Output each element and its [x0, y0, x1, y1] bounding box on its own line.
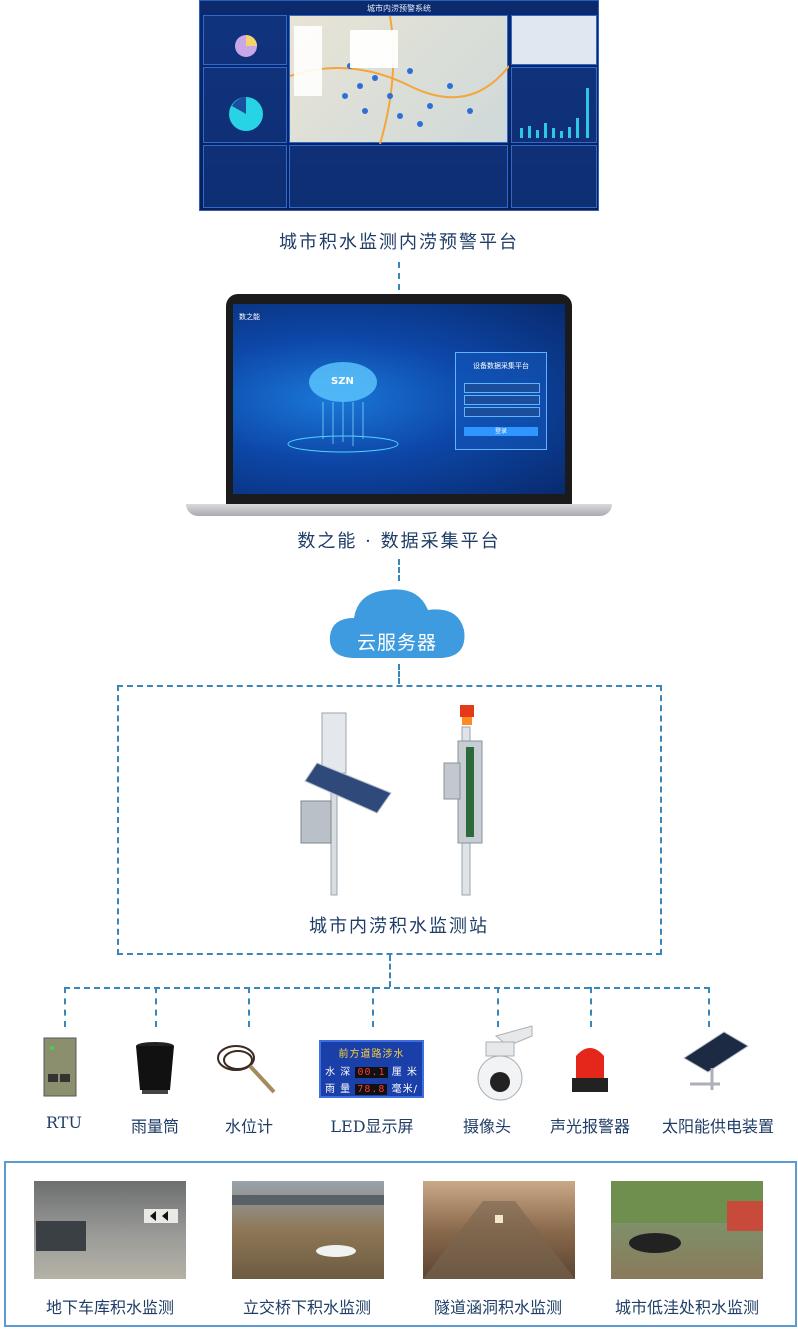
equipment-label-rain-gauge: 雨量筒 — [130, 1117, 179, 1136]
alarm-light-icon — [572, 1048, 608, 1092]
tunnel-photo-icon — [423, 1201, 575, 1279]
donut-chart-icon — [229, 97, 263, 131]
overpass-photo-icon — [232, 1195, 384, 1257]
pie-chart-icon — [235, 35, 257, 57]
equipment-label-led: LED显示屏 — [330, 1117, 414, 1136]
rtu-icon — [43, 1037, 77, 1097]
water-level-sensor-icon — [217, 1045, 276, 1094]
laptop-screen: 数之能 SZN — [233, 304, 565, 494]
equipment-label-camera: 摄像头 — [462, 1117, 511, 1136]
scenario-label-overpass: 立交桥下积水监测 — [242, 1298, 371, 1317]
dashboard-bar-chart — [511, 67, 597, 143]
solar-panel-icon — [683, 1031, 749, 1090]
camera-icon — [477, 1025, 533, 1101]
map-markers-icon — [289, 15, 510, 145]
lowland-photo-icon — [611, 1181, 763, 1253]
connector-line — [398, 559, 400, 581]
scenario-photo-garage — [34, 1181, 186, 1279]
dashboard-panel-left-mid — [203, 67, 287, 143]
connector-line — [389, 955, 391, 987]
led-depth-value: 00.1 — [355, 1067, 388, 1078]
login-button[interactable]: 登录 — [464, 427, 538, 436]
cloud-icon — [329, 589, 465, 658]
connector-line — [590, 987, 592, 1027]
equipment-label-water-level: 水位计 — [224, 1117, 273, 1136]
connector-line — [398, 664, 400, 684]
login-panel: 设备数据采集平台 登录 — [455, 352, 547, 450]
laptop-brand: 数之能 — [239, 313, 260, 321]
dashboard-caption: 城市积水监测内涝预警平台 — [279, 232, 519, 253]
bar-chart-icon — [520, 88, 589, 138]
rain-gauge-station-icon — [300, 712, 392, 896]
led-display-icon: 前方道路涉水 水 深 00.1 厘 米 雨 量 78.8 毫米/分 — [319, 1040, 424, 1110]
led-depth-unit: 厘 米 — [391, 1067, 418, 1078]
laptop-base — [186, 504, 612, 516]
led-line1: 前方道路涉水 — [338, 1049, 405, 1060]
scenario-label-garage: 地下车库积水监测 — [45, 1298, 174, 1317]
connector-line — [155, 987, 157, 1027]
connector-line — [372, 987, 374, 1027]
led-rain-value: 78.8 — [355, 1084, 388, 1095]
scenario-label-tunnel: 隧道涵洞积水监测 — [433, 1298, 562, 1317]
login-title: 设备数据采集平台 — [473, 362, 529, 370]
dashboard-panel-left-top — [203, 15, 287, 65]
led-depth-label: 水 深 — [325, 1067, 352, 1078]
laptop-caption: 数之能 · 数据采集平台 — [297, 531, 501, 552]
garage-photo-icon — [36, 1209, 178, 1251]
led-rain-unit: 毫米/分 — [366, 1084, 419, 1110]
dashboard-screenshot: 城市内涝预警系统 — [199, 0, 599, 211]
equipment-label-alarm: 声光报警器 — [549, 1117, 630, 1136]
scenario-label-lowland: 城市低洼处积水监测 — [614, 1298, 759, 1317]
monitoring-pole-icon — [443, 705, 483, 896]
cloud-label: 云服务器 — [356, 632, 437, 654]
connector-line — [248, 987, 250, 1027]
connector-line — [64, 987, 66, 1027]
rain-gauge-icon — [136, 1042, 174, 1094]
username-field[interactable] — [464, 383, 540, 393]
captcha-field[interactable] — [464, 407, 540, 417]
dashboard-table — [289, 145, 508, 208]
dashboard-panel-right-bottom — [511, 145, 597, 208]
password-field[interactable] — [464, 395, 540, 405]
led-line2: 水 深 00.1 厘 米 — [321, 1063, 422, 1078]
scenario-photo-overpass — [232, 1181, 384, 1279]
equipment-label-rtu: RTU — [46, 1113, 82, 1132]
connector-line — [708, 987, 710, 1027]
dashboard-map — [289, 15, 510, 145]
connector-line — [398, 262, 400, 290]
led-line3: 雨 量 78.8 毫米/分 — [321, 1080, 422, 1110]
laptop-logo: SZN — [331, 376, 354, 387]
equipment-label-solar: 太阳能供电装置 — [661, 1117, 774, 1136]
scenario-panel — [4, 1161, 797, 1327]
connector-line — [497, 987, 499, 1027]
scenario-photo-lowland — [611, 1181, 763, 1279]
station-caption: 城市内涝积水监测站 — [309, 916, 489, 937]
station-box — [117, 685, 662, 955]
led-rain-label: 雨 量 — [324, 1084, 352, 1095]
connector-line — [64, 987, 710, 989]
scenario-photo-tunnel — [423, 1181, 575, 1279]
cloud-data-illustration-icon — [287, 362, 399, 453]
dashboard-panel-right-map — [511, 15, 597, 65]
dashboard-panel-left-bottom — [203, 145, 287, 208]
dashboard-title: 城市内涝预警系统 — [367, 4, 431, 13]
